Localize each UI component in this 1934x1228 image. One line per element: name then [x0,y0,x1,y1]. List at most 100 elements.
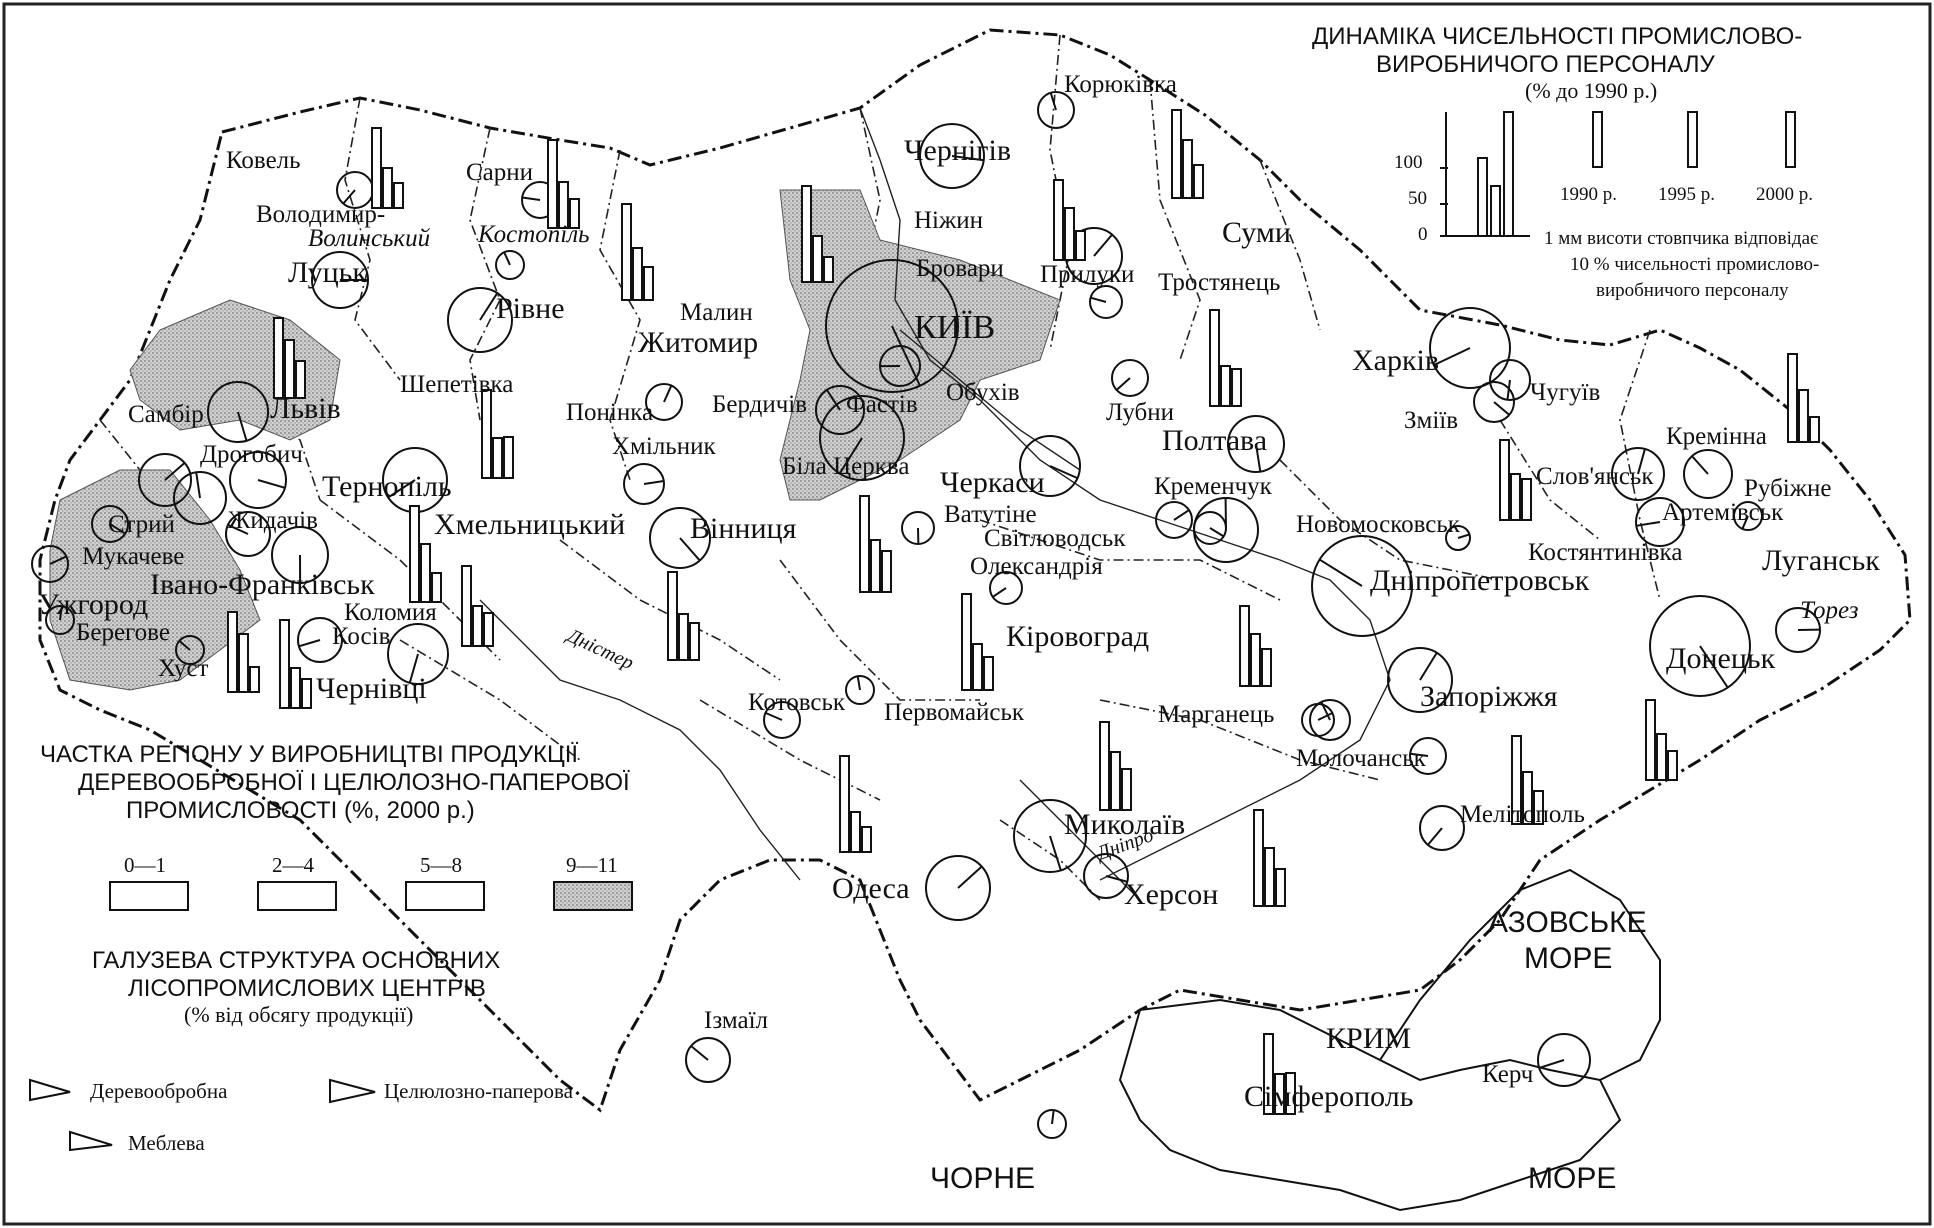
dynamics-title-1: ДИНАМІКА ЧИСЕЛЬНОСТІ ПРОМИСЛОВО- [1312,23,1802,50]
sector-divider [1741,515,1749,530]
sector-divider [1637,448,1646,475]
forestry-center-circle [1611,447,1665,501]
dynamics-title-3: (% до 1990 р.) [1525,78,1657,103]
dynamics-bar [558,181,569,229]
year-1990: 1990 р. [1560,184,1617,205]
sector-divider [1049,92,1057,111]
axis-tick-0: 0 [1418,224,1428,245]
dynamics-bar [1250,633,1261,687]
dynamics-bar [1656,733,1667,781]
label-oleksandriia: Олександрія [970,553,1103,580]
sector-divider [951,155,984,162]
sector-divider [643,480,664,485]
label-chuhuiv: Чугуїв [1530,379,1600,406]
label-shepetivka: Шепетівка [400,371,513,398]
dynamics-bar [972,643,983,691]
sector-divider [49,555,67,565]
label-kharkiv: Харків [1352,344,1439,377]
dynamics-bar [1193,164,1204,199]
label-brovary: Бровари [916,255,1004,282]
label-luhansk: Луганськ [1762,544,1880,577]
dynamics-bar [273,317,284,399]
label-sambir: Самбір [128,401,204,428]
share-class-2-4: 2—4 [272,853,315,877]
sector-divider [1493,401,1510,416]
legend-bar-1990 [1477,157,1488,237]
forestry-center-circle [815,385,865,435]
dynamics-bar [850,811,861,853]
dynamics-bar [1510,473,1521,521]
dynamics-bar [839,755,850,853]
dynamics-bar [861,826,872,853]
dynamics-bar [1499,439,1510,521]
sector-divider [59,605,63,621]
label-dnipropetrovsk: Дніпропетровськ [1370,564,1590,597]
sector-divider [479,292,499,321]
forestry-center-circle [1409,737,1447,775]
label-obukhiv: Обухів [946,379,1020,406]
regional-dynamics-bars [227,109,1820,1115]
sector-divider [1090,296,1107,303]
forestry-center-circle [825,259,959,393]
sector-divider [1051,1109,1055,1125]
label-ivano-frankivsk: Івано-Франківськ [150,568,375,601]
forestry-center-circle [1649,595,1751,697]
label-kyiv: КИЇВ [914,309,995,346]
dynamics-bar [1171,109,1182,199]
forestry-center-circle [297,617,343,663]
share-class-5-8: 5—8 [420,853,462,877]
label-mukachevo: Мукачеве [82,543,184,570]
forestry-center-circle [138,453,192,507]
forestry-center-circle [45,605,75,635]
sector-divider [1209,527,1225,538]
sector-divider [1319,558,1363,587]
sector-divider [690,1045,709,1061]
dynamics-bar [812,235,823,283]
forestry-center-circle [1473,381,1515,423]
dynamics-bar [1053,179,1064,261]
dynamics-bar [1522,771,1533,825]
dynamics-bar [371,127,382,209]
dynamics-bar [1521,478,1532,521]
label-poltava: Полтава [1162,424,1267,457]
label-zaporizhzhia: Запоріжжя [1420,680,1558,713]
sector-divider [1049,465,1078,480]
axis-tick-100: 100 [1394,152,1423,173]
label-berehove: Берегове [76,619,170,646]
dynamics-bar [1182,139,1193,199]
label-artemivsk: Артемівськ [1662,499,1784,526]
dynamics-bar [961,593,972,691]
forestry-center-circle [623,463,665,505]
forestry-center-circle [685,1037,731,1083]
sector-divider [1691,455,1709,475]
dynamics-bar [1239,605,1250,687]
dynamics-bar [295,360,306,399]
sector-divider [298,639,321,648]
sector-divider [195,472,201,499]
forestry-center-circle [645,383,683,421]
dynamics-bar [1064,207,1075,261]
sector-divider [1419,652,1438,681]
label-izmail: Ізмаїл [704,1007,768,1034]
label-fastiv: Фастів [846,391,918,418]
share-title-1: ЧАСТКА РЕГІОНУ У ВИРОБНИЦТВІ ПРОДУКЦІЇ [40,741,578,768]
dynamics-bar [420,543,431,603]
forestry-center-circle [1635,497,1685,547]
label-simferopol: Сімферополь [1244,1080,1413,1113]
dynamics-bar [1264,847,1275,907]
label-poninka: Понінка [566,399,653,426]
sector-divider [1049,835,1062,871]
sector-divider [1317,712,1333,721]
label-cherkasy: Черкаси [940,466,1045,499]
legend-sample-1990 [1592,111,1603,168]
forestry-center-circle [1733,501,1763,531]
label-nizhyn: Ніжин [914,207,983,234]
dynamics-bar [409,505,420,603]
dynamics-bar [393,182,404,209]
forestry-center-circle [1419,805,1465,851]
dynamics-note-2: 10 % чисельності промислово- [1570,254,1819,275]
label-kostiantynivka: Костянтинівка [1528,539,1682,566]
sector-divider [342,189,356,205]
label-uzhhorod: Ужгород [38,588,148,621]
